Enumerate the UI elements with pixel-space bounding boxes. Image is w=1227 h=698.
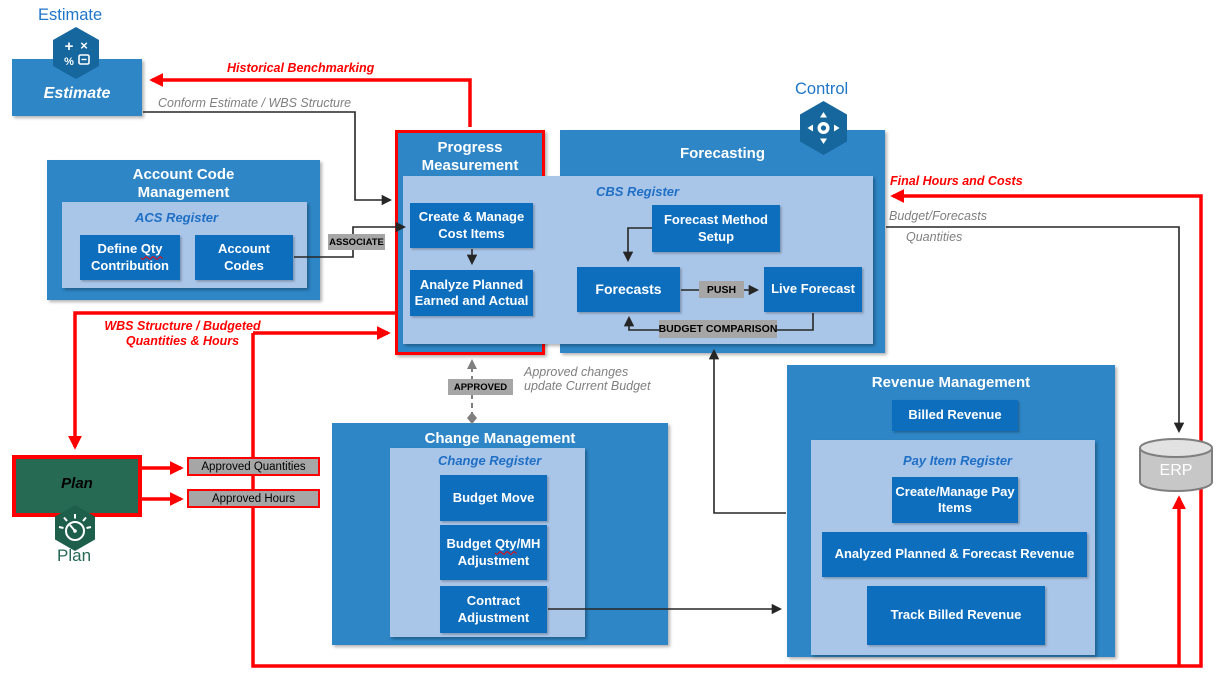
plan-outer-label: Plan (57, 546, 92, 565)
budget-qty-mh-adjustment-button: Budget Qty/MH Adjustment (440, 525, 547, 580)
pay-item-register-label: Pay Item Register (903, 453, 1013, 468)
conform-estimate-label: Conform Estimate / WBS Structure (158, 96, 352, 110)
control-outer-label: Control (795, 80, 849, 98)
acs-register-label: ACS Register (135, 210, 219, 225)
approved-changes-line2: update Current Budget (524, 379, 651, 394)
analyzed-planned-forecast-revenue-button: Analyzed Planned & Forecast Revenue (822, 532, 1087, 577)
forecast-method-setup-button: Forecast Method Setup (652, 205, 780, 252)
approved-tag: APPROVED (448, 379, 513, 395)
approved-changes-note: Approved changes update Current Budget (524, 365, 650, 394)
budget-qty-text-wavy: Qty (494, 536, 517, 552)
estimate-outer-label: Estimate (38, 6, 103, 24)
svg-text:×: × (80, 38, 88, 53)
erp-label: ERP (1160, 462, 1193, 479)
change-register-label: Change Register (438, 453, 542, 468)
estimate-box-label: Estimate (43, 85, 111, 102)
approved-changes-line1: Approved changes (524, 365, 629, 379)
live-forecast-button: Live Forecast (764, 267, 862, 312)
approved-hours-tag: Approved Hours (187, 489, 320, 508)
wbs-structure-line1: WBS Structure / Budgeted (104, 319, 261, 333)
change-management-title: Change Management (424, 430, 576, 447)
cbs-register-label: CBS Register (596, 184, 680, 199)
control-icon (800, 101, 847, 155)
wbs-structure-line2: Quantities & Hours (125, 334, 240, 348)
historical-benchmarking-label: Historical Benchmarking (227, 61, 375, 75)
account-codes-button: Account Codes (195, 235, 293, 280)
wire-revenue-to-forecasting (708, 348, 786, 514)
budget-qty-text-1: Budget (446, 536, 495, 552)
define-qty-text-2: Contribution (91, 257, 169, 273)
quantities-label: Quantities (906, 230, 963, 244)
define-qty-text-wavy: Qty (140, 241, 163, 257)
define-qty-text-1: Define (97, 241, 141, 257)
svg-text:%: % (64, 56, 74, 68)
account-code-management-title: Account Code Management (132, 166, 235, 202)
budget-comparison-tag: BUDGET COMPARISON (659, 320, 777, 338)
plan-clock-icon (55, 505, 95, 551)
final-hours-costs-label: Final Hours and Costs (890, 174, 1023, 188)
plan-box-label: Plan (61, 475, 93, 492)
budget-move-button: Budget Move (440, 475, 547, 521)
billed-revenue-button: Billed Revenue (892, 400, 1018, 431)
estimate-calculator-icon: + × % (53, 27, 99, 79)
progress-measurement-title: Progress Measurement (421, 139, 519, 175)
cbs-register-panel (403, 176, 873, 344)
define-qty-contribution-button: Define Qty Contribution (80, 235, 180, 280)
erp-database-icon: ERP (1139, 438, 1213, 492)
track-billed-revenue-button: Track Billed Revenue (867, 586, 1045, 645)
create-manage-cost-items-button: Create & Manage Cost Items (410, 203, 533, 248)
create-manage-pay-items-button: Create/Manage Pay Items (892, 477, 1018, 523)
revenue-management-title: Revenue Management (871, 374, 1031, 391)
svg-text:+: + (65, 38, 74, 55)
analyze-planned-earned-actual-button: Analyze Planned Earned and Actual (410, 270, 533, 316)
approved-quantities-tag: Approved Quantities (187, 457, 320, 476)
forecasts-button: Forecasts (577, 267, 680, 312)
wbs-structure-label: WBS Structure / Budgeted Quantities & Ho… (95, 319, 270, 349)
associate-tag: ASSOCIATE (328, 234, 385, 250)
contract-adjustment-button: Contract Adjustment (440, 586, 547, 633)
budget-forecasts-label: Budget/Forecasts (889, 209, 987, 223)
push-tag: PUSH (699, 281, 744, 298)
forecasting-title: Forecasting (679, 145, 766, 162)
